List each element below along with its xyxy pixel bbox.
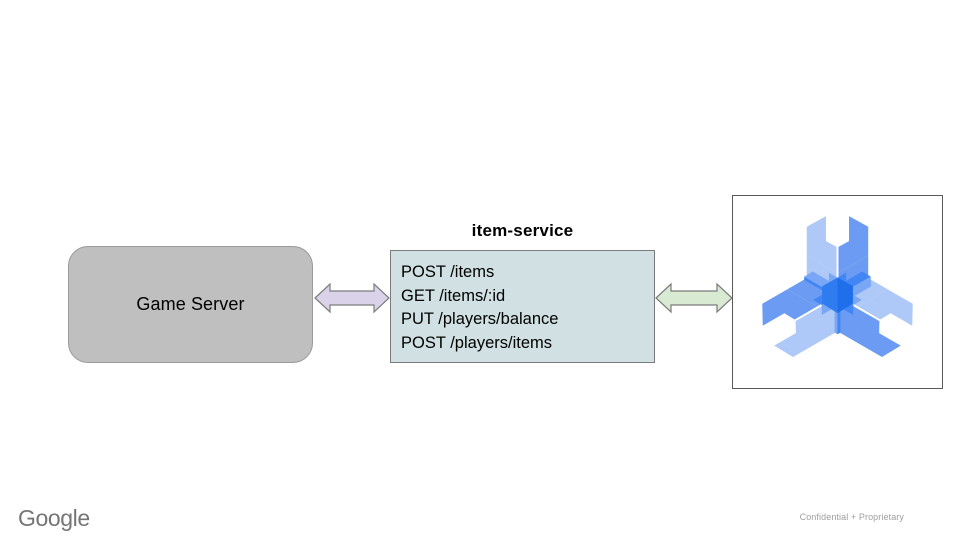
google-wordmark: Google: [18, 505, 90, 531]
connector-item-service-to-agones: [655, 279, 733, 317]
game-server-label: Game Server: [136, 294, 245, 314]
double-arrow-icon: [314, 282, 390, 314]
endpoint-item: POST /items: [401, 263, 495, 281]
item-service-title: item-service: [471, 221, 574, 240]
agones-logo-frame: [732, 195, 943, 389]
node-game-server[interactable]: Game Server: [68, 246, 313, 363]
node-item-service[interactable]: POST /items GET /items/:id PUT /players/…: [390, 250, 655, 363]
double-arrow-icon: [655, 282, 733, 314]
endpoint-item: POST /players/items: [401, 333, 552, 352]
endpoint-item: GET /items/:id: [401, 286, 506, 305]
agones-logo-icon: [762, 216, 913, 358]
connector-game-server-to-item-service: [314, 279, 390, 317]
endpoint-item: PUT /players/balance: [401, 310, 559, 328]
confidentiality-notice: Confidential + Proprietary: [799, 512, 904, 522]
